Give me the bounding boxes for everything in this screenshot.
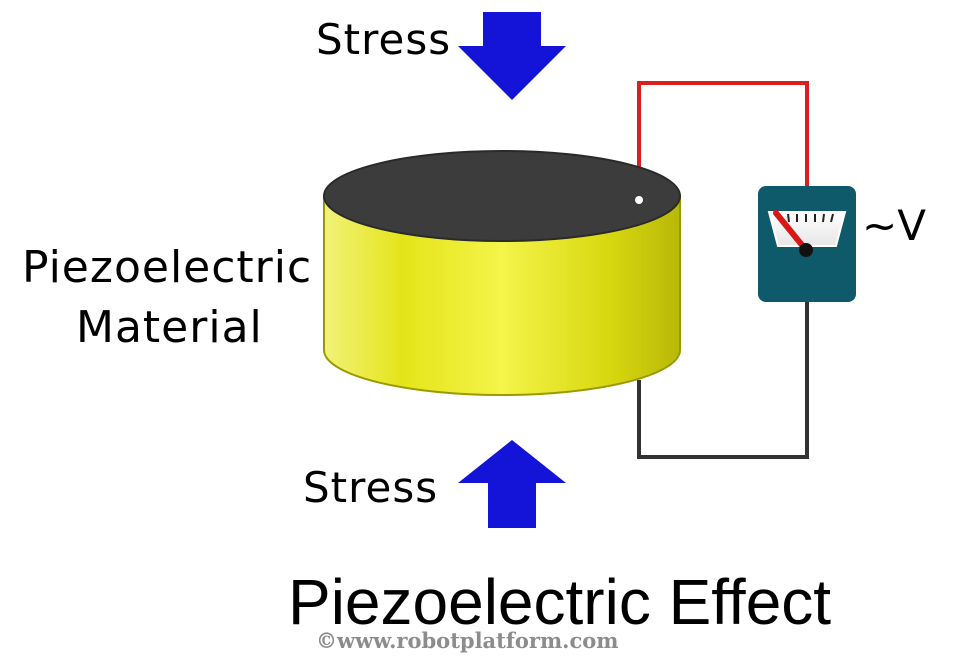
copyright-text: ©www.robotplatform.com xyxy=(316,628,619,653)
piezoelectric-cylinder xyxy=(323,150,681,396)
voltmeter-icon xyxy=(758,186,856,302)
positive-wire xyxy=(637,81,809,200)
meter-needle xyxy=(773,210,809,253)
cylinder-side xyxy=(323,195,681,396)
material-label-line2: Material xyxy=(76,302,263,353)
cylinder-top-face xyxy=(323,150,681,242)
stress-label-top: Stress xyxy=(316,15,451,64)
electrode-contact xyxy=(635,196,643,204)
arrow-down-icon xyxy=(458,12,566,100)
stress-label-bottom: Stress xyxy=(303,463,438,512)
negative-wire xyxy=(637,300,809,459)
diagram-title: Piezoelectric Effect xyxy=(288,566,831,638)
material-label-line1: Piezoelectric xyxy=(22,242,312,293)
voltage-label: ~V xyxy=(862,201,926,250)
arrow-up-icon xyxy=(458,440,566,528)
